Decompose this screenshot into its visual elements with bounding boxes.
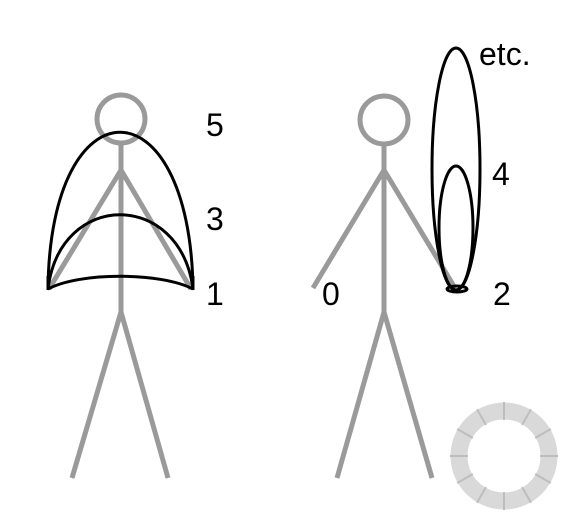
right-figure-arm-left: [310, 168, 387, 290]
left-figure-leg-left: [69, 311, 124, 479]
left-figure-arm-left: [46, 168, 124, 291]
spinner-segment-divider: [476, 408, 487, 426]
left-figure-leg-right: [118, 311, 171, 479]
spinner-segment-divider: [534, 428, 552, 439]
spinner-segment-divider: [521, 408, 532, 426]
arc-position-3: [46, 213, 195, 290]
label-etc: etc.: [479, 36, 531, 72]
right-figure-leg-right: [381, 311, 435, 479]
left-stick-figure: [46, 92, 194, 479]
spinner-icon: [450, 402, 558, 510]
spinner-segment-divider: [456, 473, 474, 484]
right-figure-leg-left: [334, 311, 387, 479]
right-motion-loops: [430, 46, 482, 294]
spinner-segment-divider: [476, 486, 487, 504]
loop-position-etc: [430, 46, 482, 292]
label-3: 3: [206, 201, 224, 237]
right-figure-head: [357, 93, 411, 147]
label-4: 4: [492, 156, 510, 192]
left-motion-arcs: [46, 130, 195, 291]
spinner-segment-divider: [534, 473, 552, 484]
loop-position-2: [445, 284, 469, 294]
label-0: 0: [322, 276, 340, 312]
arc-position-5: [46, 130, 195, 290]
spinner-segment-divider: [456, 428, 474, 439]
label-2: 2: [493, 276, 511, 312]
label-5: 5: [206, 107, 224, 143]
right-stick-figure: [310, 93, 458, 479]
left-figure-arm-right: [118, 168, 194, 291]
arc-position-1: [47, 274, 194, 291]
spinner-segment-divider: [521, 486, 532, 504]
label-1: 1: [206, 276, 224, 312]
